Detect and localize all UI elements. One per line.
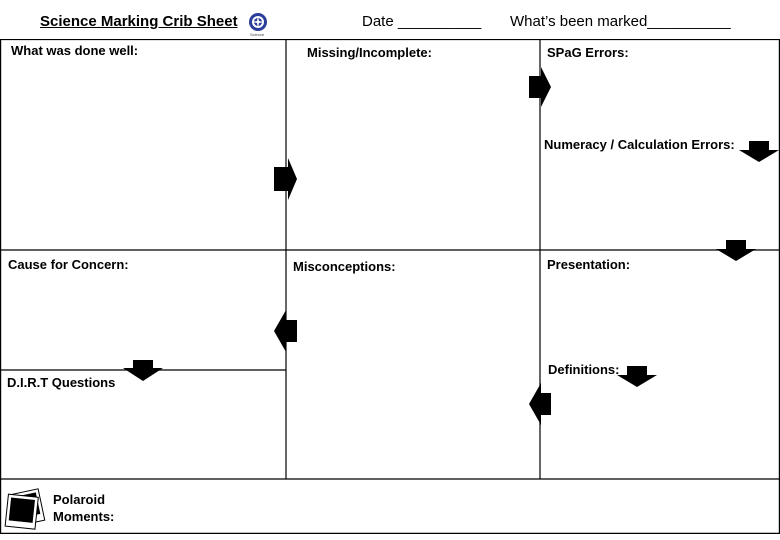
label-done-well: What was done well: — [11, 43, 139, 58]
arrow-icon — [274, 158, 297, 200]
school-crest-icon — [249, 13, 267, 31]
arrow-icon — [739, 141, 779, 162]
date-field: Date __________ — [362, 13, 482, 30]
label-missing: Missing/Incomplete: — [307, 45, 432, 60]
label-definitions: Definitions: — [548, 362, 620, 377]
logo-caption: Science — [250, 32, 265, 37]
label-misconceptions: Misconceptions: — [293, 259, 396, 274]
label-polaroid-line1: Polaroid — [53, 492, 106, 507]
arrow-icon — [716, 240, 756, 261]
label-polaroid-line2: Moments: — [53, 509, 115, 524]
label-spag: SPaG Errors: — [547, 45, 629, 60]
label-concern: Cause for Concern: — [8, 257, 129, 272]
marked-field: What’s been marked__________ — [510, 13, 731, 30]
label-numeracy: Numeracy / Calculation Errors: — [544, 137, 735, 152]
arrow-icon — [123, 360, 163, 381]
arrow-icon — [617, 366, 657, 387]
polaroid-photos-icon — [4, 488, 46, 530]
arrow-icon — [529, 383, 551, 425]
label-presentation: Presentation: — [547, 257, 631, 272]
label-polaroid: Polaroid Moments: — [53, 491, 114, 525]
sheet-title: Science Marking Crib Sheet — [40, 13, 238, 30]
crib-sheet-grid — [0, 39, 780, 534]
label-dirt: D.I.R.T Questions — [7, 375, 116, 390]
arrow-icon — [274, 310, 297, 352]
arrow-icon — [529, 67, 551, 107]
